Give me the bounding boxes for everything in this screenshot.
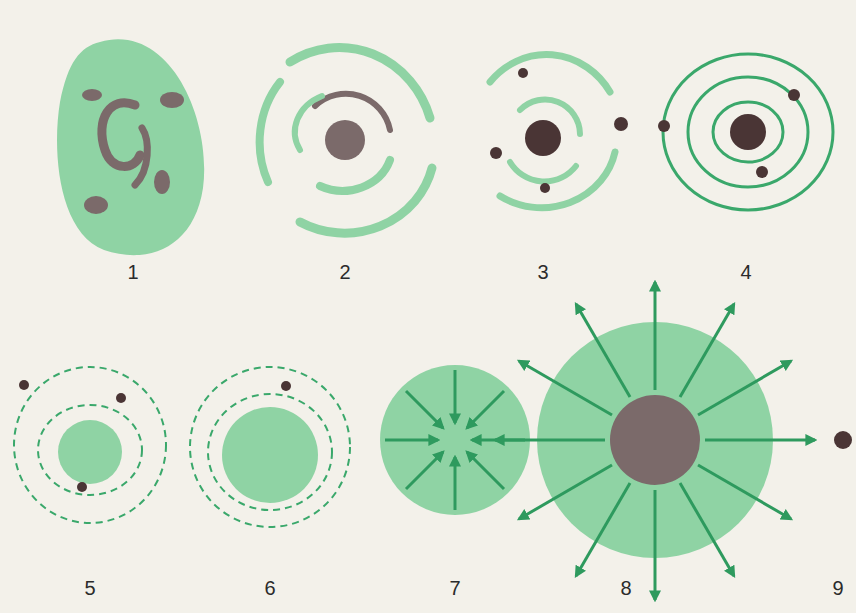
orbit bbox=[14, 367, 166, 523]
dust-clump bbox=[135, 128, 147, 185]
planet bbox=[19, 380, 29, 390]
remnant-dot bbox=[834, 431, 852, 449]
gas-arm bbox=[500, 152, 615, 208]
orbit bbox=[713, 102, 783, 162]
planetary-system bbox=[658, 54, 833, 210]
orbit bbox=[688, 77, 808, 187]
callout-number: 1 bbox=[127, 262, 138, 282]
planet bbox=[614, 117, 628, 131]
callout-number: 5 bbox=[84, 578, 95, 598]
planet bbox=[281, 381, 291, 391]
orbit bbox=[38, 405, 142, 495]
protosun bbox=[325, 120, 365, 160]
planet-forming-disk bbox=[490, 55, 628, 208]
callout-number: 8 bbox=[620, 578, 631, 598]
gas-arm bbox=[510, 162, 576, 182]
planet bbox=[540, 183, 550, 193]
dust-clump bbox=[84, 196, 108, 214]
planet bbox=[490, 147, 502, 159]
star-with-orbits bbox=[14, 367, 166, 523]
callout-number: 4 bbox=[740, 262, 751, 282]
orbit bbox=[208, 394, 332, 510]
nebula-cloud bbox=[57, 39, 204, 255]
star bbox=[222, 407, 318, 503]
planet bbox=[788, 89, 800, 101]
planet bbox=[658, 120, 670, 132]
planet bbox=[756, 166, 768, 178]
outward-arrows bbox=[495, 282, 815, 600]
callout-number: 9 bbox=[832, 578, 843, 598]
callout-number: 3 bbox=[537, 262, 548, 282]
exploding-star bbox=[495, 282, 815, 600]
sun bbox=[525, 120, 561, 156]
dust-clump bbox=[102, 103, 140, 167]
callout-number: 2 bbox=[339, 262, 350, 282]
planet bbox=[116, 393, 126, 403]
sun bbox=[730, 114, 766, 150]
planet bbox=[518, 68, 528, 78]
orbit bbox=[663, 54, 833, 210]
planet bbox=[77, 482, 87, 492]
rotating-disk bbox=[260, 48, 432, 234]
dust-clump bbox=[82, 89, 102, 101]
star bbox=[58, 420, 122, 484]
gas-arm bbox=[295, 96, 322, 150]
dust-clump bbox=[160, 92, 184, 108]
callout-number: 7 bbox=[449, 578, 460, 598]
gas-arm bbox=[490, 55, 610, 92]
gas-arm bbox=[320, 160, 390, 191]
gas-cloud bbox=[57, 39, 204, 255]
dust-clump bbox=[154, 170, 170, 194]
orbit bbox=[190, 367, 350, 527]
gas-arm bbox=[290, 48, 430, 118]
gas-arm bbox=[300, 168, 432, 233]
callout-number: 6 bbox=[264, 578, 275, 598]
gas-arm bbox=[260, 82, 280, 182]
star-core bbox=[610, 395, 700, 485]
expanding-star bbox=[190, 367, 350, 527]
